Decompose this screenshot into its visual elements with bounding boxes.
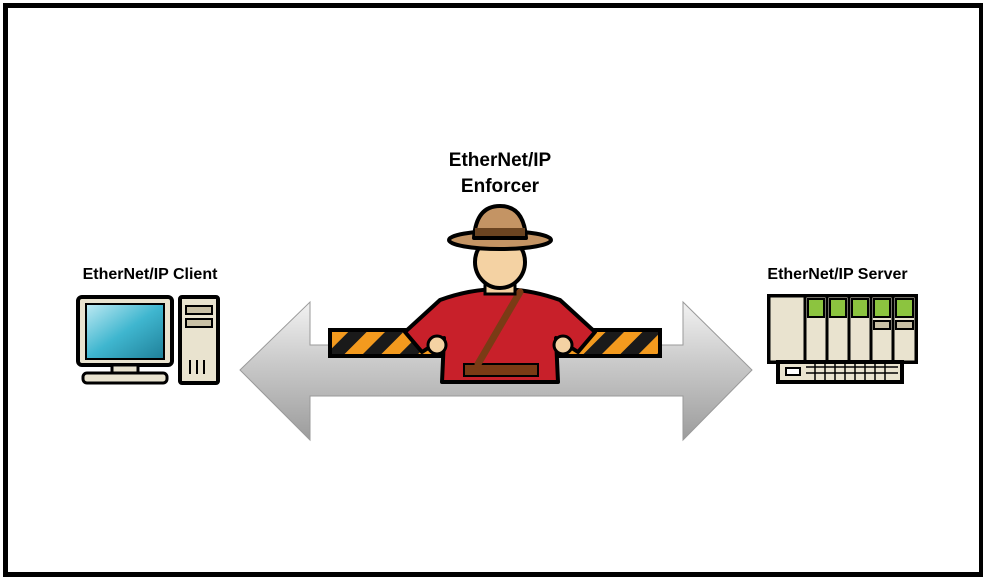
server-label: EtherNet/IP Server — [767, 266, 908, 283]
enforcer-label-line1: EtherNet/IP — [448, 150, 552, 171]
enforcer-label: EtherNet/IP Enforcer — [400, 148, 600, 200]
plc-server-icon — [767, 294, 918, 384]
mountie-guard-icon — [403, 204, 597, 384]
enforcer-label-line2: Enforcer — [460, 176, 540, 197]
desktop-computer-icon — [76, 295, 220, 385]
client-label: EtherNet/IP Client — [82, 266, 218, 283]
